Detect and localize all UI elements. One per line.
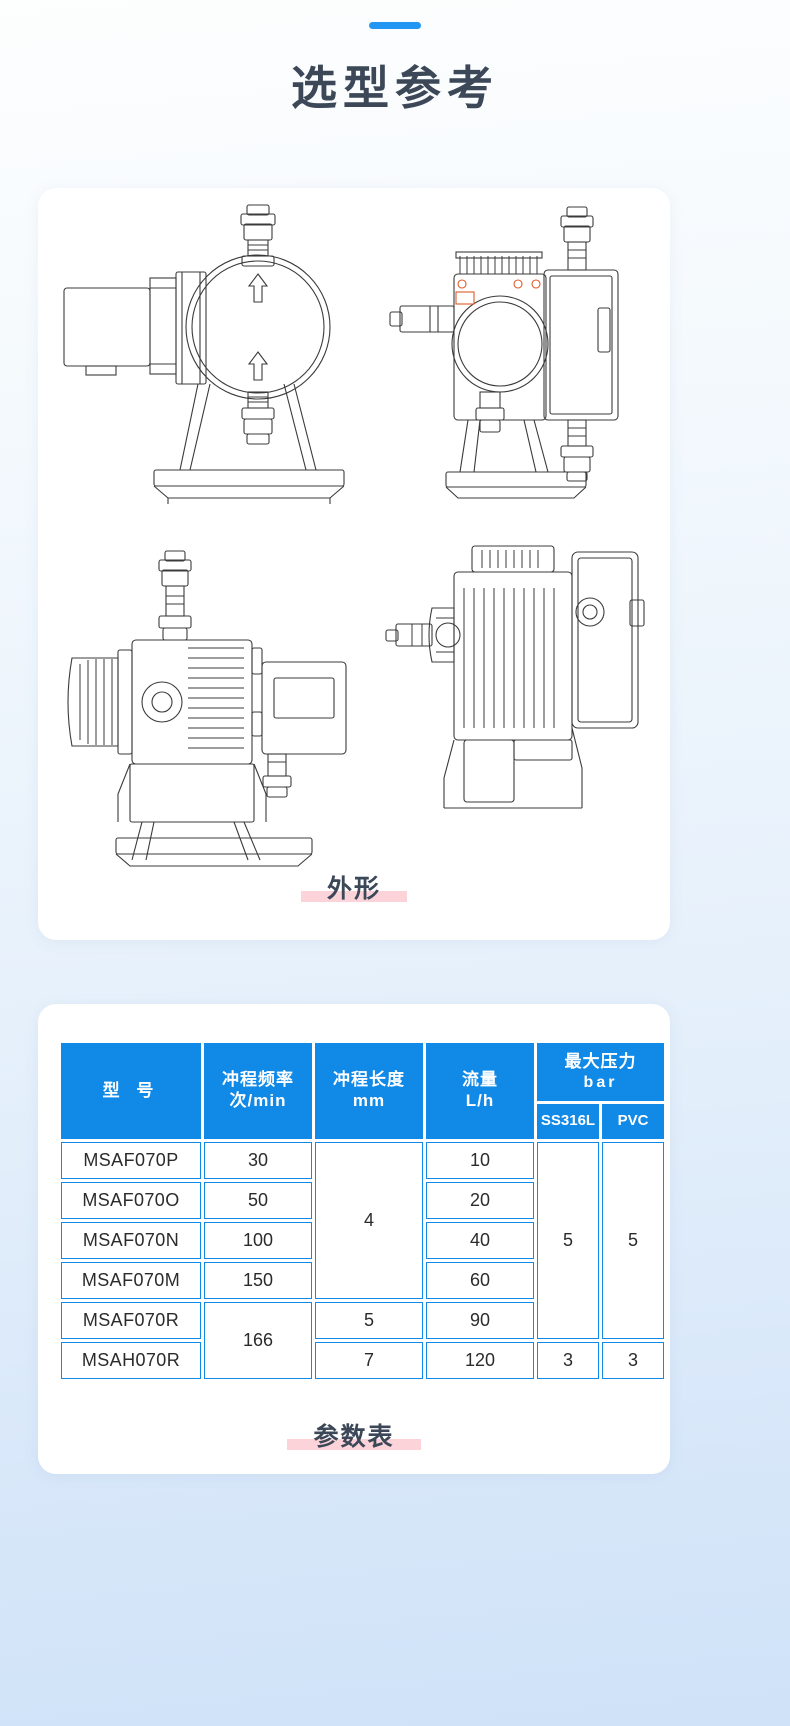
cell-stroke-frequency: 30 xyxy=(204,1142,312,1179)
pump-rear-view xyxy=(368,202,658,532)
col-header-stroke-frequency: 冲程频率 次/min xyxy=(204,1043,312,1139)
page-title: 选型参考 xyxy=(291,62,499,114)
max-pressure-unit: bar xyxy=(583,1073,618,1091)
cell-model: MSAF070O xyxy=(61,1182,201,1219)
cell-model: MSAF070P xyxy=(61,1142,201,1179)
flow-unit: L/h xyxy=(465,1091,495,1110)
cell-pressure-pvc: 3 xyxy=(602,1342,664,1379)
table-row: MSAF070N 100 40 xyxy=(61,1222,664,1259)
pump-top-view xyxy=(368,540,658,870)
cell-stroke-length-merged: 4 xyxy=(315,1142,423,1299)
cell-stroke-frequency: 150 xyxy=(204,1262,312,1299)
cell-flow: 40 xyxy=(426,1222,534,1259)
cell-flow: 20 xyxy=(426,1182,534,1219)
stroke-frequency-label: 冲程频率 xyxy=(222,1070,294,1090)
spec-caption-text: 参数表 xyxy=(313,1423,395,1451)
caption-highlight xyxy=(300,891,407,902)
table-row: MSAH070R 7 120 3 3 xyxy=(61,1342,664,1379)
stroke-length-unit: mm xyxy=(352,1091,386,1110)
table-row: MSAF070P 30 4 10 5 5 xyxy=(61,1142,664,1339)
title-accent-rule xyxy=(369,22,421,29)
stroke-length-label: 冲程长度 xyxy=(333,1070,405,1090)
cell-stroke-frequency-merged: 166 xyxy=(204,1302,312,1379)
caption-highlight xyxy=(287,1439,421,1450)
page-bottom-gradient xyxy=(0,1474,790,1726)
cell-pressure-ss316l-merged: 5 xyxy=(537,1142,599,1339)
col-header-model: 型 号 xyxy=(61,1043,201,1139)
cell-stroke-length: 7 xyxy=(315,1342,423,1379)
drawing-collection xyxy=(38,188,670,940)
spec-table-card: 型 号 冲程频率 次/min 冲程长度 mm 流量 L/h 最大压力 bar xyxy=(38,1004,670,1474)
pump-side-view xyxy=(58,540,348,870)
col-header-material-pvc: PVC xyxy=(602,1103,664,1139)
col-header-max-pressure: 最大压力 bar xyxy=(537,1043,664,1101)
cell-flow: 60 xyxy=(426,1262,534,1299)
table-row: MSAF070M 150 60 xyxy=(61,1262,664,1299)
cell-model: MSAF070N xyxy=(61,1222,201,1259)
outline-caption-wrap: 外形 xyxy=(38,874,670,904)
cell-model: MSAF070M xyxy=(61,1262,201,1299)
cell-flow: 10 xyxy=(426,1142,534,1179)
outline-caption: 外形 xyxy=(300,874,407,904)
table-row: MSAF070R 166 5 90 xyxy=(61,1302,664,1379)
stroke-frequency-unit: 次/min xyxy=(229,1091,287,1110)
page-header: 选型参考 xyxy=(0,0,790,111)
cell-stroke-length: 5 xyxy=(315,1302,423,1339)
cell-pressure-pvc-merged: 5 xyxy=(602,1142,664,1339)
cell-pressure-ss316l: 3 xyxy=(537,1342,599,1379)
cell-stroke-frequency: 100 xyxy=(204,1222,312,1259)
outline-caption-text: 外形 xyxy=(326,875,381,903)
spec-table: 型 号 冲程频率 次/min 冲程长度 mm 流量 L/h 最大压力 bar xyxy=(58,1040,667,1382)
cell-flow: 120 xyxy=(426,1342,534,1379)
col-header-flow: 流量 L/h xyxy=(426,1043,534,1139)
cell-flow: 90 xyxy=(426,1302,534,1339)
cell-model: MSAF070R xyxy=(61,1302,201,1339)
table-row: MSAF070O 50 20 xyxy=(61,1182,664,1219)
spec-caption-wrap: 参数表 xyxy=(38,1422,670,1452)
max-pressure-label: 最大压力 xyxy=(564,1051,637,1071)
outline-drawing-card: 外形 xyxy=(38,188,670,940)
col-header-stroke-length: 冲程长度 mm xyxy=(315,1043,423,1139)
table-header-row-1: 型 号 冲程频率 次/min 冲程长度 mm 流量 L/h 最大压力 bar xyxy=(61,1043,664,1139)
cell-stroke-frequency: 50 xyxy=(204,1182,312,1219)
cell-model: MSAH070R xyxy=(61,1342,201,1379)
col-header-material-ss316l: SS316L xyxy=(537,1103,599,1139)
flow-label: 流量 xyxy=(462,1070,498,1090)
spec-caption: 参数表 xyxy=(287,1422,421,1452)
pump-front-view xyxy=(58,202,348,532)
table-header-row-2: SS316L PVC xyxy=(61,1103,664,1139)
